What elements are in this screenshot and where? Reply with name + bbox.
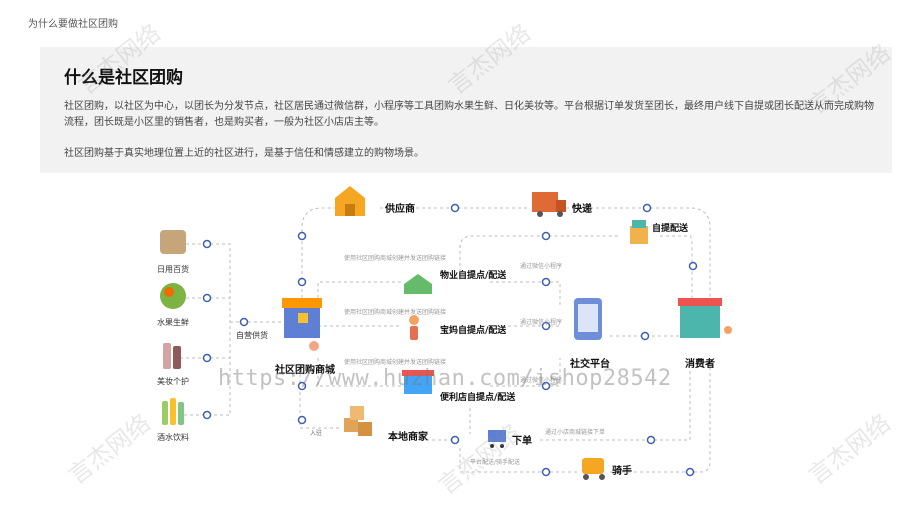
mom-pickup: 使用社区团购商城创建并发送团购链接 宝妈自提点/配送 (344, 308, 507, 340)
beauty-icon (163, 343, 171, 369)
platform-delivery-note: 平台配送/骑手配送 (470, 458, 520, 466)
express-label: 快递 (571, 202, 592, 215)
community-house-icon (404, 274, 432, 294)
express: 快递 (532, 192, 592, 217)
rider-label: 骑手 (612, 464, 632, 477)
supplier: 供应商 (335, 186, 415, 216)
shop-icon (680, 304, 720, 338)
consumer-label: 消费者 (685, 357, 715, 370)
watermark-url: https://www.huzhan.com/ishop28542 (218, 366, 672, 391)
category-label: 水果生鲜 (157, 317, 189, 327)
mom-icon (409, 315, 419, 325)
pickup-box-icon (630, 226, 648, 244)
store-icon (404, 374, 432, 394)
mall-label: 社区团购商城 (274, 363, 335, 376)
property-label: 物业自提点/配送 (440, 269, 507, 281)
panel-title: 什么是社区团购 (64, 68, 183, 88)
via-wechat-note-3: 通过微信小程序 (520, 376, 562, 384)
via-wechat-note-1: 通过微信小程序 (520, 262, 562, 270)
intro-panel: 什么是社区团购 社区团购，以社区为中心，以团长为分发节点，社区居民通过微信群，小… (40, 47, 892, 173)
self-pickup: 自提配送 (630, 220, 689, 244)
category-daily-goods: 日用百货 (157, 230, 189, 274)
daily-goods-icon (160, 230, 186, 254)
scooter-icon (582, 458, 604, 474)
property-pickup: 使用社区团购商城创建并发送团购链接 物业自提点/配送 (344, 254, 507, 294)
local-merchant-label: 本地商家 (388, 430, 429, 443)
rider: 骑手 平台配送/骑手配送 (470, 458, 632, 480)
category-fruit: 水果生鲜 (157, 283, 189, 327)
entry-label: 入驻 (310, 429, 322, 437)
social-label: 社交平台 (569, 357, 610, 370)
node-dots (202, 203, 698, 477)
use-mall-note-1: 使用社区团购商城创建并发送团购链接 (344, 254, 446, 262)
consumer: 消费者 (678, 298, 732, 370)
supplier-label: 供应商 (384, 202, 415, 215)
truck-icon (532, 192, 558, 212)
use-mall-note-2: 使用社区团购商城创建并发送团购链接 (344, 308, 446, 316)
order: 下单 通过小店商城链接下单 (488, 428, 605, 448)
self-operated-label: 自营供货 (236, 330, 268, 340)
cart-icon (488, 430, 506, 442)
breadcrumb: 为什么要做社区团购 (28, 19, 118, 30)
fruit-icon (160, 283, 186, 309)
shopper-icon (309, 341, 319, 351)
boxes-icon (344, 418, 358, 432)
use-mall-note-3: 使用社区团购商城创建并发送团购链接 (344, 358, 446, 366)
mom-label: 宝妈自提点/配送 (440, 324, 507, 336)
drinks-icon (162, 401, 168, 425)
panel-paragraph-2: 社区团购基于真实地理位置上近的社区进行，是基于信任和情感建立的购物场景。 (64, 148, 424, 159)
via-store-note: 通过小店商城链接下单 (545, 428, 605, 436)
connector-lines (180, 207, 711, 473)
community-mall: 社区团购商城 (274, 298, 335, 376)
warehouse-icon (335, 186, 365, 216)
customer-icon (724, 326, 732, 334)
panel-paragraph-1: 社区团购，以社区为中心，以团长为分发节点，社区居民通过微信群，小程序等工具团购水… (64, 101, 874, 128)
self-pickup-label: 自提配送 (652, 222, 689, 234)
store-pickup: 使用社区团购商城创建并发送团购链接 便利店自提点/配送 (344, 358, 516, 403)
community-group-buying-diagram: 日用百货 水果生鲜 美妆个护 酒水饮料 自营供货 社区团购商城 供应商 快递 (157, 186, 732, 480)
social-platform: 社交平台 (569, 298, 610, 370)
local-merchant: 入驻 本地商家 (310, 406, 429, 443)
category-drinks: 酒水饮料 (157, 398, 189, 442)
order-label: 下单 (512, 434, 532, 447)
category-beauty: 美妆个护 (157, 343, 189, 386)
via-wechat-note-2: 通过微信小程序 (520, 318, 562, 326)
category-label: 美妆个护 (157, 376, 189, 386)
category-label: 酒水饮料 (157, 432, 189, 442)
category-label: 日用百货 (157, 264, 189, 274)
store-label: 便利店自提点/配送 (440, 391, 516, 403)
